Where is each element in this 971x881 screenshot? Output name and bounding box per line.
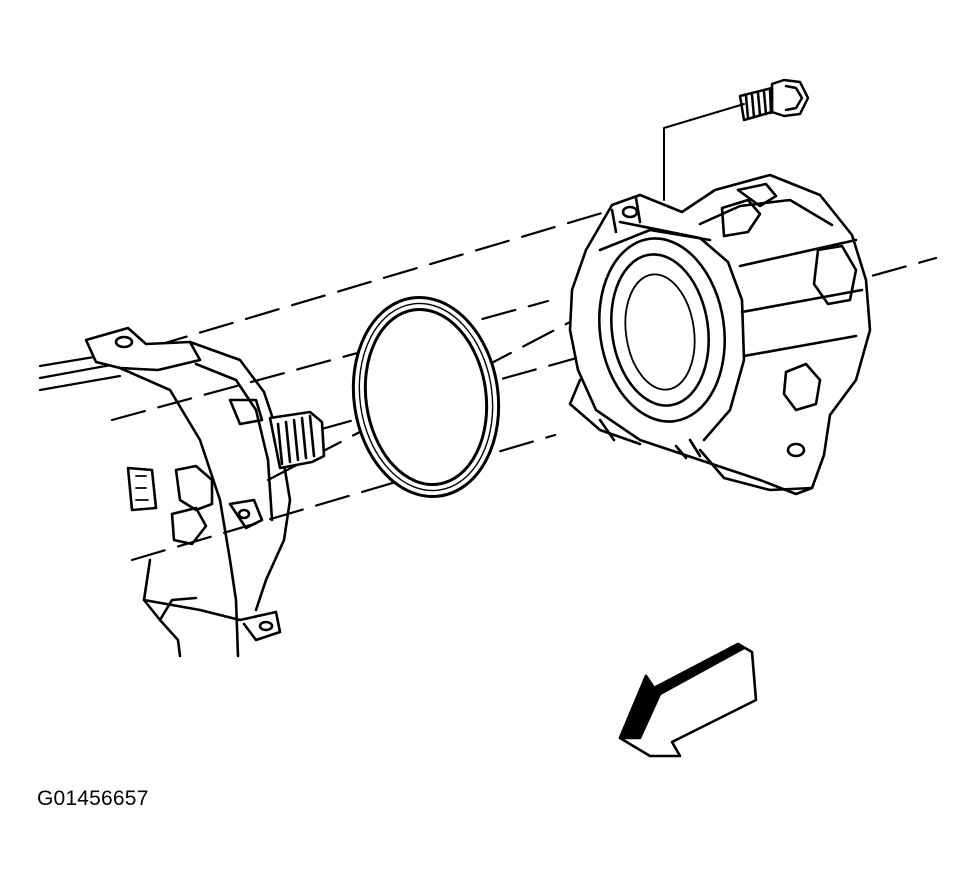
alignment-line-1 [110,299,550,422]
alignment-line-top [106,208,614,362]
bolt [663,78,810,201]
housing [568,173,872,496]
direction-arrow [618,642,758,758]
seal-ring [351,295,501,499]
figure-id-label: G01456657 [37,787,149,810]
column-bracket [38,326,326,658]
